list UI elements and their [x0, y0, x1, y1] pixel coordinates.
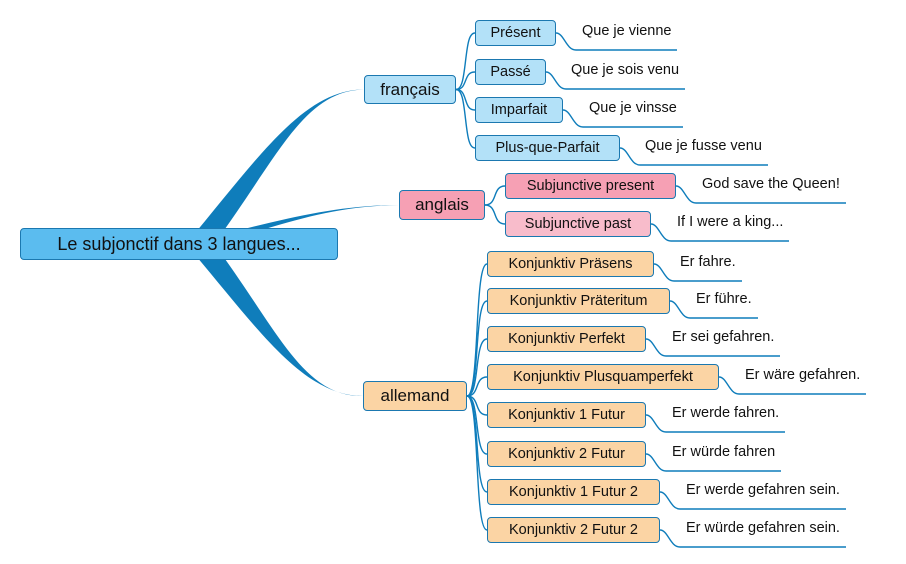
subtopic-plus-que-parfait[interactable]: Plus-que-Parfait	[475, 135, 620, 161]
example-konjunktiv-2-futur-2[interactable]: Er würde gefahren sein.	[686, 520, 840, 536]
example-underline	[659, 491, 846, 510]
subtopic-passe[interactable]: Passé	[475, 59, 546, 85]
example-konjunktiv-1-futur-2[interactable]: Er werde gefahren sein.	[686, 482, 840, 498]
topic-allemand[interactable]: allemand	[363, 381, 467, 411]
example-underline	[645, 338, 780, 357]
example-konjunktiv-prateritum[interactable]: Er führe.	[696, 291, 752, 307]
example-underline	[650, 223, 789, 242]
sub-connector	[466, 300, 488, 397]
branch-connector-1	[186, 89, 364, 244]
example-subjunctive-past[interactable]: If I were a king...	[677, 214, 784, 230]
sub-connector	[455, 71, 476, 91]
sub-connector	[466, 263, 488, 397]
example-underline	[619, 147, 768, 166]
sub-connector	[466, 395, 488, 493]
branch-connector-3	[186, 244, 363, 397]
example-underline	[555, 32, 677, 51]
example-imparfait[interactable]: Que je vinsse	[589, 100, 677, 116]
sub-connector	[466, 376, 488, 397]
example-konjunktiv-plusquamperfekt[interactable]: Er wäre gefahren.	[745, 367, 861, 383]
sub-connector	[466, 395, 488, 455]
example-konjunktiv-prasens[interactable]: Er fahre.	[680, 254, 736, 270]
example-underline	[562, 109, 683, 128]
example-konjunktiv-perfekt[interactable]: Er sei gefahren.	[672, 329, 775, 345]
sub-connector	[455, 88, 476, 149]
subtopic-konjunktiv-1-futur[interactable]: Konjunktiv 1 Futur	[487, 402, 646, 428]
example-underline	[669, 300, 758, 319]
example-underline	[645, 453, 781, 472]
example-underline	[659, 529, 846, 548]
subtopic-konjunktiv-2-futur[interactable]: Konjunktiv 2 Futur	[487, 441, 646, 467]
example-underline	[675, 185, 846, 204]
example-underline	[653, 263, 742, 282]
example-underline	[545, 71, 685, 90]
root-topic[interactable]: Le subjonctif dans 3 langues...	[20, 228, 338, 260]
subtopic-present[interactable]: Présent	[475, 20, 556, 46]
subtopic-subjunctive-past[interactable]: Subjunctive past	[505, 211, 651, 237]
subtopic-konjunktiv-prateritum[interactable]: Konjunktiv Präteritum	[487, 288, 670, 314]
example-konjunktiv-2-futur[interactable]: Er würde fahren	[672, 444, 776, 460]
subtopic-konjunktiv-2-futur-2[interactable]: Konjunktiv 2 Futur 2	[487, 517, 660, 543]
example-konjunktiv-1-futur[interactable]: Er werde fahren.	[672, 405, 780, 421]
subtopic-konjunktiv-plusquamperfekt[interactable]: Konjunktiv Plusquamperfekt	[487, 364, 719, 390]
topic-francais[interactable]: français	[364, 75, 456, 104]
subtopic-konjunktiv-1-futur-2[interactable]: Konjunktiv 1 Futur 2	[487, 479, 660, 505]
sub-connector	[466, 338, 488, 397]
example-present[interactable]: Que je vienne	[582, 23, 672, 39]
sub-connector	[484, 185, 506, 206]
example-passe[interactable]: Que je sois venu	[571, 62, 680, 78]
sub-connector	[484, 204, 506, 225]
sub-connector	[455, 88, 476, 111]
example-underline	[645, 414, 785, 433]
sub-connector	[466, 395, 488, 416]
topic-anglais[interactable]: anglais	[399, 190, 485, 220]
example-plus-que-parfait[interactable]: Que je fusse venu	[645, 138, 762, 154]
sub-connector	[455, 32, 476, 91]
example-subjunctive-present[interactable]: God save the Queen!	[702, 176, 840, 192]
sub-connector	[466, 395, 488, 531]
subtopic-imparfait[interactable]: Imparfait	[475, 97, 563, 123]
example-underline	[718, 376, 866, 395]
subtopic-konjunktiv-perfekt[interactable]: Konjunktiv Perfekt	[487, 326, 646, 352]
subtopic-subjunctive-present[interactable]: Subjunctive present	[505, 173, 676, 199]
subtopic-konjunktiv-prasens[interactable]: Konjunktiv Präsens	[487, 251, 654, 277]
